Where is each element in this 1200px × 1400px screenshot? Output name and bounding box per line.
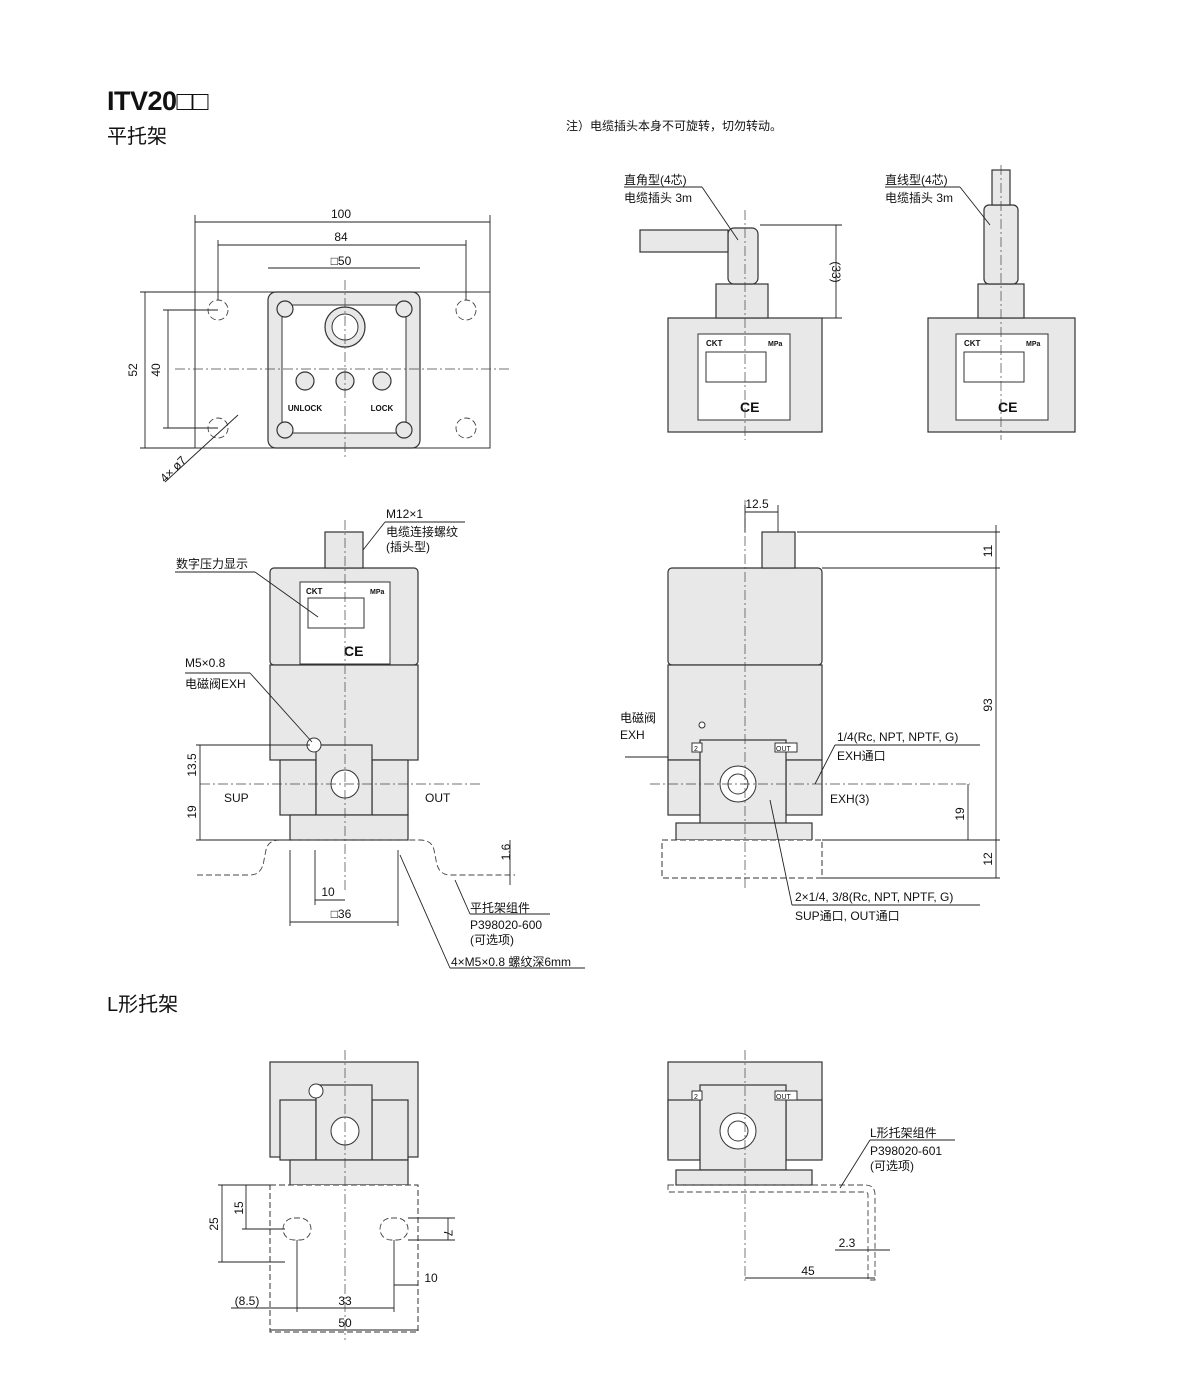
model-title: ITV20□□ — [107, 86, 209, 116]
dimension-label: SUP — [224, 791, 249, 805]
dimension-label: CE — [344, 643, 363, 659]
dimension-label: (8.5) — [235, 1294, 260, 1308]
dimension-label: 40 — [149, 363, 163, 377]
l-bracket-front-view: 25 15 7 10 (8.5) 33 50 — [207, 1050, 455, 1340]
dimension-label: 4× ø7 — [157, 453, 189, 485]
dimension-label: 19 — [953, 807, 967, 821]
dimension-label: 11 — [981, 544, 995, 557]
flat-bracket-heading: 平托架 — [107, 126, 167, 148]
dimension-label: 45 — [801, 1264, 815, 1278]
dimension-label: 52 — [126, 363, 140, 377]
dimension-label: EXH通口 — [837, 749, 886, 763]
dimension-label: (可选项) — [470, 933, 514, 947]
dimension-label: 2 — [694, 1094, 698, 1101]
dimension-label: □36 — [331, 907, 352, 921]
dimension-label: 直线型(4芯) — [885, 173, 948, 187]
dimension-label: MPa — [768, 341, 783, 348]
dimension-label: CKT — [306, 587, 323, 596]
front-view: CKT MPa CE SUP OUT M12×1 电缆连接螺纹 (插头型) 数字… — [175, 507, 585, 969]
dimension-label: 电缆连接螺纹 — [386, 524, 458, 539]
dimension-label: 2.3 — [839, 1236, 856, 1250]
dimension-label: 1/4(Rc, NPT, NPTF, G) — [837, 730, 958, 744]
dimension-label: 13.5 — [185, 753, 199, 777]
dimension-label: MPa — [1026, 341, 1041, 348]
dimension-label: 2 — [694, 746, 698, 753]
down-button-icon — [295, 371, 315, 391]
dimension-label: EXH — [620, 728, 645, 742]
dimension-label: (插头型) — [386, 540, 430, 554]
dimension-label: 10 — [424, 1271, 438, 1285]
l-bracket-side-view: 2 OUT L形托架组件 P398020-601 (可选项) 2.3 45 — [667, 1050, 955, 1282]
dimension-label: LOCK — [371, 404, 394, 413]
dimension-label: 2×1/4, 3/8(Rc, NPT, NPTF, G) — [795, 890, 953, 904]
dimension-label: 平托架组件 — [470, 901, 530, 915]
top-view: UNLOCK LOCK 100 84 □50 52 40 4× ø7 — [126, 207, 510, 485]
dimension-label: L形托架组件 — [870, 1126, 937, 1140]
dimension-label: OUT — [776, 746, 792, 753]
l-bracket-heading: L形托架 — [107, 994, 179, 1016]
dimension-label: CE — [740, 399, 759, 415]
dimension-label: CKT — [706, 339, 723, 348]
dimension-label: MPa — [370, 589, 385, 596]
dimension-label: 4×M5×0.8 螺纹深6mm — [451, 955, 571, 969]
side-view: 2 OUT 电磁阀 EXH 1/4(Rc, NPT, NPTF, G) EXH通… — [620, 497, 1000, 923]
dimension-label: P398020-600 — [470, 918, 542, 932]
dimension-label: 电磁阀 — [620, 710, 656, 725]
right-angle-connector-view: CKT MPa CE 直角型(4芯) 电缆插头 3m (33) — [624, 173, 843, 440]
note-text: 注）电缆插头本身不可旋转，切勿转动。 — [566, 119, 783, 133]
dimension-label: 直角型(4芯) — [624, 173, 687, 187]
dimension-label: M5×0.8 — [185, 656, 226, 670]
dimension-label: OUT — [425, 791, 451, 805]
dimension-label: UNLOCK — [288, 404, 322, 413]
dimension-label: 50 — [338, 1316, 352, 1330]
dimension-label: 12.5 — [745, 497, 769, 511]
dimension-label: 19 — [185, 805, 199, 819]
dimension-label: CE — [998, 399, 1017, 415]
dimension-label: 25 — [207, 1217, 221, 1231]
dimension-label: SUP通口, OUT通口 — [795, 909, 900, 923]
dimension-label: EXH(3) — [830, 792, 869, 806]
dimension-label: 7 — [441, 1230, 455, 1237]
dimension-label: (可选项) — [870, 1159, 914, 1173]
dimension-label: 93 — [981, 698, 995, 712]
dimension-label: M12×1 — [386, 507, 423, 521]
up-button-icon — [372, 371, 392, 391]
dimension-label: OUT — [776, 1094, 792, 1101]
dimension-label: 33 — [338, 1294, 352, 1308]
dimension-label: 1.6 — [499, 843, 513, 860]
dimension-label: 电缆插头 3m — [885, 191, 953, 205]
dimension-label: 84 — [334, 230, 348, 244]
dimension-label: (33) — [829, 261, 843, 282]
dimension-label: CKT — [964, 339, 981, 348]
dimension-label: 10 — [321, 885, 335, 899]
dimension-label: 数字压力显示 — [176, 556, 248, 571]
dimension-label: 电缆插头 3m — [624, 191, 692, 205]
dimension-label: 12 — [981, 852, 995, 866]
dimension-label: □50 — [331, 254, 352, 268]
dimension-label: 100 — [331, 207, 351, 221]
dimension-label: 15 — [232, 1201, 246, 1215]
straight-connector-view: CKT MPa CE 直线型(4芯) 电缆插头 3m — [885, 165, 1076, 440]
dimension-label: 电磁阀EXH — [185, 676, 246, 691]
dimension-label: P398020-601 — [870, 1144, 942, 1158]
